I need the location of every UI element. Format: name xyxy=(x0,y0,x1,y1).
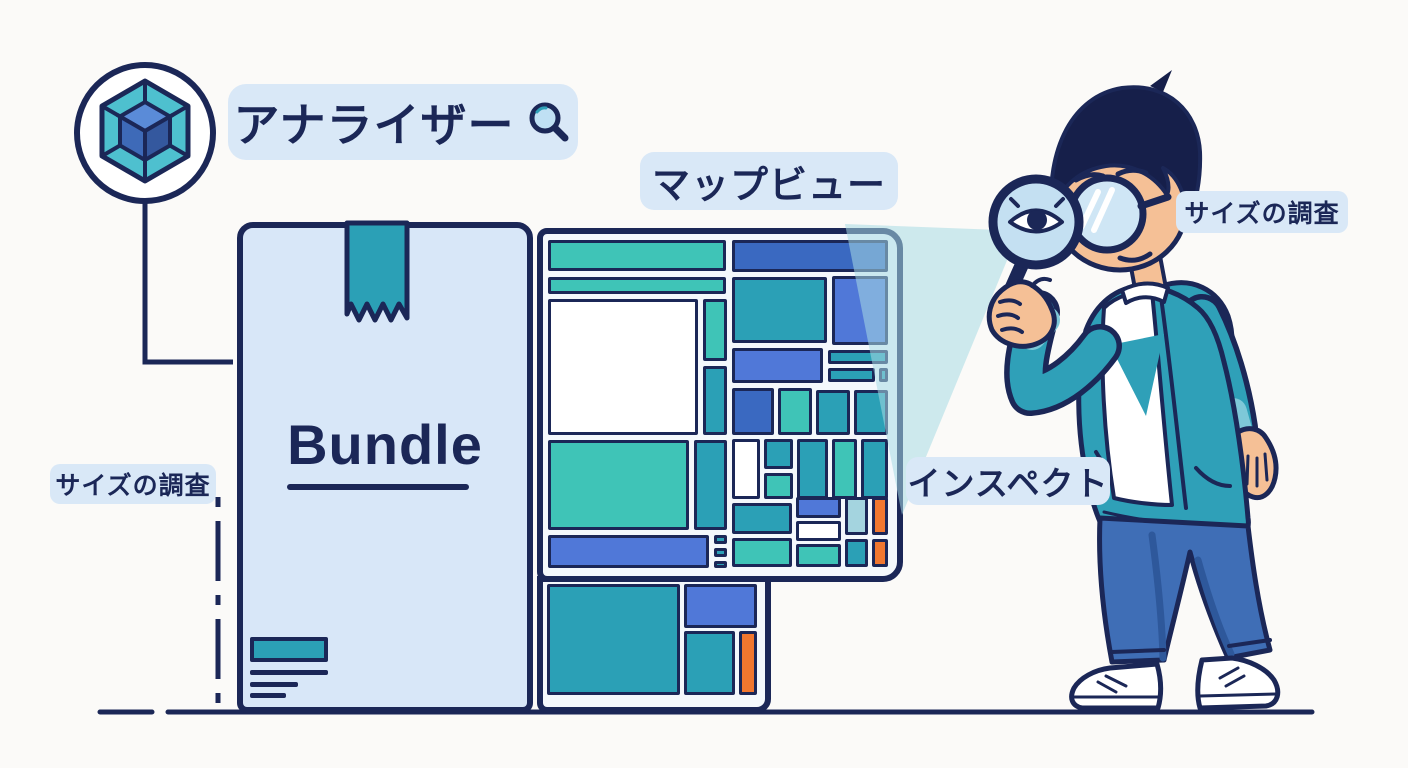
jeans xyxy=(1097,515,1273,665)
magnifier-icon xyxy=(529,102,569,142)
developer-character xyxy=(986,70,1281,711)
shipping-label-line xyxy=(250,670,328,675)
size-check-left-text: サイズの調査 xyxy=(55,472,211,500)
size-check-label-left: サイズの調査 xyxy=(50,464,216,504)
bundle-title-underline xyxy=(287,484,469,490)
map-view-label: マップビュー xyxy=(640,152,898,210)
left-hand xyxy=(986,276,1057,349)
hair-spike xyxy=(1150,70,1172,92)
mouth xyxy=(1117,251,1153,263)
inspect-label-text: インスペクト xyxy=(907,465,1109,502)
analyzer-label-text: アナライザー xyxy=(233,99,515,151)
bundle-cube-icon xyxy=(74,62,216,204)
connector-line xyxy=(142,200,233,365)
magnifying-glass xyxy=(988,174,1084,303)
sneakers xyxy=(1069,655,1281,711)
pupil xyxy=(1027,210,1047,230)
analyzer-label: アナライザー xyxy=(228,84,578,160)
shirt-logo xyxy=(1110,334,1164,416)
shipping-label-line xyxy=(250,693,286,698)
size-check-label-right: サイズの調査 xyxy=(1176,191,1348,233)
size-check-right-text: サイズの調査 xyxy=(1184,200,1340,228)
packing-tape xyxy=(344,220,410,323)
treemap-panel-extension xyxy=(537,576,771,713)
shipping-label-line xyxy=(250,682,298,687)
treemap-panel-main xyxy=(537,228,903,582)
shipping-label xyxy=(250,637,328,662)
bundle-title: Bundle xyxy=(287,413,483,476)
map-view-label-text: マップビュー xyxy=(651,164,886,207)
inspect-label: インスペクト xyxy=(906,457,1110,505)
